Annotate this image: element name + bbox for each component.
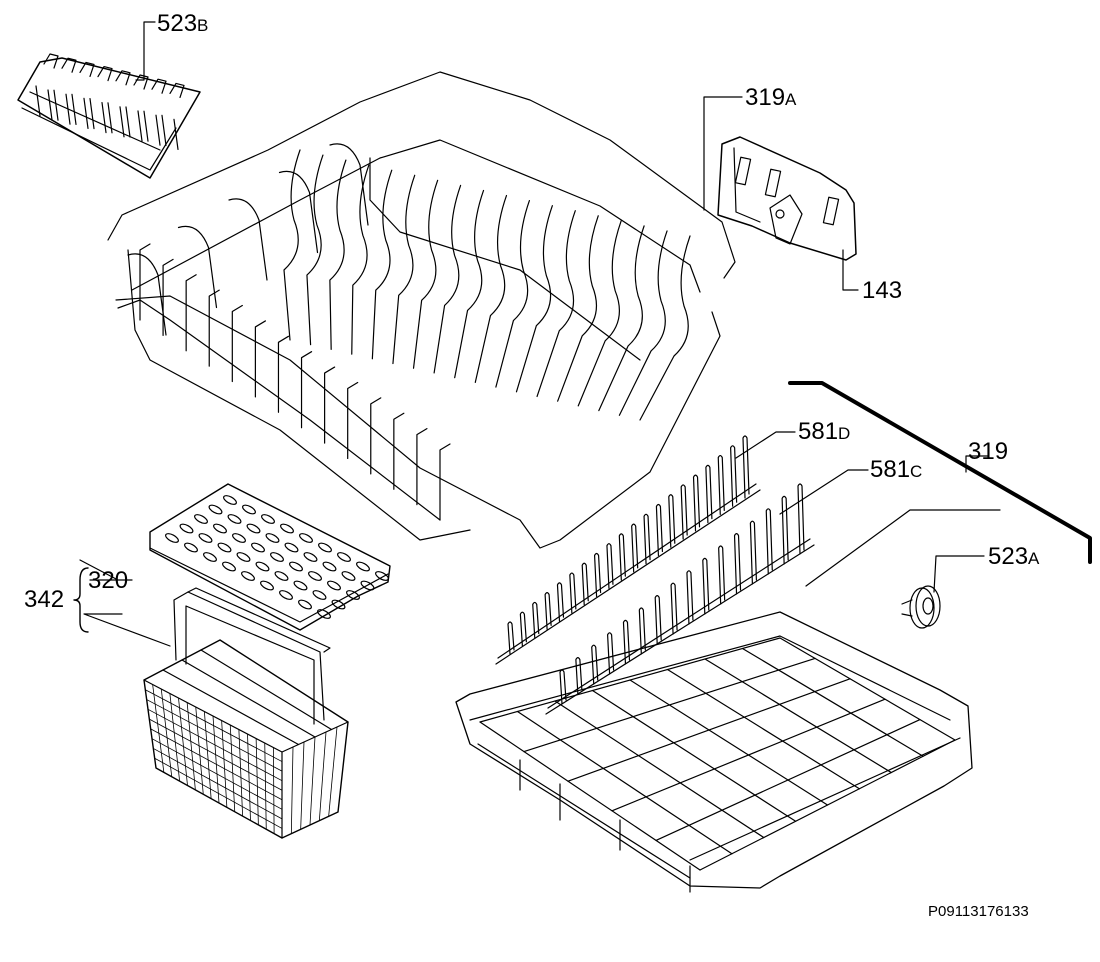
rack-insert-d-part — [495, 435, 761, 665]
upper-basket-part — [107, 71, 736, 549]
label-rack-insert-d: 581D — [798, 418, 851, 445]
lower-wheel-part — [901, 585, 941, 629]
leader-lines — [79, 21, 1001, 647]
cutlery-lid-part — [149, 483, 391, 631]
upper-rail-clip-part — [17, 53, 201, 179]
cutlery-basket-part — [143, 587, 349, 839]
label-rack-insert-c: 581C — [870, 456, 923, 483]
label-cutlery-basket: 342 — [24, 586, 65, 613]
group-brace — [73, 567, 89, 633]
label-cutlery-lid: 320 — [88, 567, 129, 594]
label-side-bracket: 319A — [745, 84, 797, 111]
label-upper-rail-clip: 523B — [157, 10, 209, 37]
lower-basket-part — [455, 611, 973, 893]
lower-rail-part — [788, 381, 1092, 564]
label-lower-rail: 319 — [968, 438, 1009, 465]
label-bracket-screw: 143 — [862, 277, 903, 304]
side-bracket-part — [717, 136, 857, 261]
label-lower-wheel: 523A — [988, 543, 1040, 570]
document-id: P09113176133 — [928, 903, 1029, 920]
